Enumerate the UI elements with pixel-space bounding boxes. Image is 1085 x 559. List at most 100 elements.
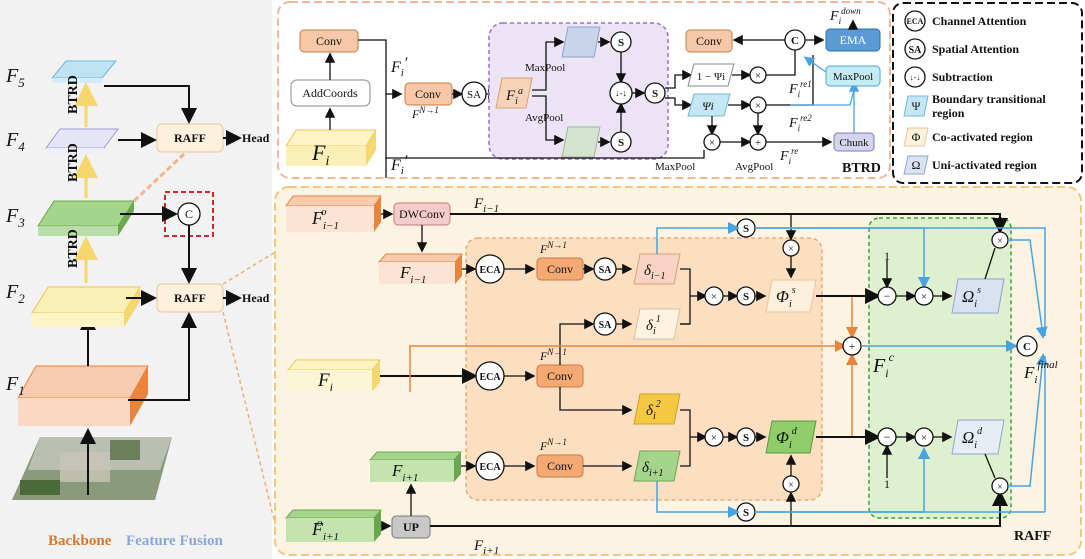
- raff-conv-top-label: Conv: [547, 262, 573, 276]
- raff-block-bottom-label: RAFF: [174, 291, 206, 305]
- raff-mul-green-top-label: ×: [921, 291, 927, 303]
- svg-text:ECA: ECA: [907, 17, 924, 26]
- btrd-s-bottom-label: S: [618, 137, 624, 149]
- raff-fnext-o: [284, 509, 383, 542]
- omega-d-box: [951, 419, 1005, 455]
- fia-box: [495, 77, 533, 109]
- dwconv-label: DWConv: [399, 207, 445, 221]
- btrd-c-label: C: [791, 35, 799, 47]
- svg-text:Ω: Ω: [912, 158, 921, 172]
- btrd-conv-right[interactable]: [685, 29, 733, 53]
- btrd-s-mid-label: S: [652, 88, 658, 100]
- raff-sa-top-label: SA: [599, 265, 613, 276]
- arrow-s-psi: [665, 97, 693, 111]
- omega-s-label: Ωis: [962, 285, 981, 310]
- raff-minus-top-label: −: [884, 289, 891, 303]
- aerial-image: [12, 437, 172, 500]
- concat-node-left-label: C: [185, 207, 193, 221]
- raff-fprev: [377, 253, 464, 284]
- legend-phi: Φ Co-activated region: [903, 127, 1033, 147]
- psi-box: [687, 93, 731, 117]
- blue-to-final: [755, 227, 1046, 336]
- btrd-mul-1-label: ×: [755, 70, 761, 82]
- raff-mul-phis-top-label: ×: [788, 244, 794, 255]
- line-fprev-top: [450, 213, 1008, 234]
- arrow-fia-maxpool: [532, 36, 565, 91]
- raff-s-bottom-label: S: [743, 432, 749, 444]
- btrd-maxpool-label: MaxPool: [525, 62, 565, 74]
- raff-mul-top-label: ×: [711, 291, 717, 303]
- raff-mul-omegas-label: ×: [997, 236, 1003, 247]
- line-fiprime-bottom: [386, 150, 705, 159]
- arrow-s-1minuspsi: [665, 69, 693, 89]
- bracket-bottom: [680, 409, 691, 467]
- dashed-raff-to-f3: [132, 152, 186, 203]
- btrd-label-1: BTRD: [66, 229, 81, 268]
- raff-c-final-label: C: [1023, 341, 1031, 353]
- btrd-title: BTRD: [842, 161, 881, 176]
- feature-fusion-label: Feature Fusion: [126, 533, 223, 549]
- svg-text:SA: SA: [909, 45, 923, 56]
- btrd-mul-2-label: ×: [755, 100, 761, 112]
- f3-slab: [37, 200, 135, 236]
- eca-mid-label: ECA: [479, 372, 501, 383]
- head-label-top: Head: [242, 131, 270, 145]
- btrd-maxpool-bottom: MaxPool: [655, 161, 695, 173]
- raff-sa-mid-label: SA: [599, 320, 613, 331]
- svg-text:Spatial Attention: Spatial Attention: [932, 42, 1019, 56]
- svg-text:Uni-activated region: Uni-activated region: [932, 158, 1037, 172]
- arrow-f1-raff: [128, 312, 197, 401]
- legend-eca: ECA Channel Attention: [904, 10, 1027, 32]
- btrd-sa-label: SA: [467, 89, 481, 101]
- legend-omega: Ω Uni-activated region: [903, 155, 1037, 175]
- raff-mul-omegad-label: ×: [997, 482, 1003, 493]
- head-label-bottom: Head: [242, 291, 270, 305]
- one-minus-psi-box: [687, 63, 735, 87]
- raff-conv-bottom-label: Conv: [547, 459, 573, 473]
- arrow-fia-avgpool: [532, 95, 565, 146]
- eca-top-label: ECA: [479, 265, 501, 276]
- line-omegas-mul: [984, 247, 996, 280]
- btrd-conv-right-label: Conv: [696, 34, 722, 48]
- btrd-avgpool-bottom: AvgPool: [735, 161, 773, 173]
- line-mul1-up: [766, 50, 796, 76]
- raff-s-top-label: S: [743, 291, 749, 303]
- btrd-label-3: BTRD: [66, 75, 81, 114]
- btrd-pool-region: [488, 22, 669, 160]
- phi-d-box: [765, 420, 817, 454]
- btrd-s-mid[interactable]: [644, 82, 666, 104]
- btrd-mul-3-label: ×: [709, 137, 715, 149]
- raff-fi: [286, 359, 382, 392]
- zoom-line-bottom: [222, 311, 283, 553]
- svg-text:Φ: Φ: [912, 130, 921, 144]
- btrd-subtract-label: ↓-↓: [615, 88, 627, 98]
- arrow-conv-sa-mid: [559, 318, 595, 365]
- phi-s-box: [765, 279, 817, 313]
- one-bottom: 1: [884, 477, 890, 491]
- btrd-fi-prime-bottom: Fi′: [390, 153, 408, 177]
- legend-sa: SA Spatial Attention: [904, 38, 1019, 60]
- maxpool-feature: [561, 26, 601, 58]
- raff-plus-label: +: [849, 339, 856, 353]
- btrd-fi-label: Fi: [311, 140, 329, 169]
- blue-link: [790, 89, 855, 106]
- raff-fprev-o: [285, 195, 382, 232]
- raff-c-final[interactable]: [1016, 335, 1038, 357]
- delta-prev-box: [633, 253, 681, 285]
- ema-label: EMA: [840, 33, 867, 47]
- arrow-maxpool-c: [803, 56, 827, 73]
- raff-mul-bottom-label: ×: [711, 432, 717, 444]
- up-label: UP: [403, 520, 419, 534]
- btrd-maxpool-box[interactable]: [825, 65, 881, 87]
- btrd-conv-mid-label: Conv: [415, 87, 441, 101]
- arrow-f5-raff: [104, 85, 197, 124]
- omega-s-box: [951, 278, 1005, 314]
- svg-text:Co-activated region: Co-activated region: [932, 130, 1033, 144]
- raff-conv-mid-label: Conv: [547, 369, 573, 383]
- btrd-conv-top[interactable]: [299, 29, 359, 53]
- btrd-label-2: BTRD: [66, 143, 81, 182]
- blue-omegas-final: [1008, 239, 1048, 339]
- f4-slab: [45, 128, 119, 154]
- raff-minus-bottom-label: −: [884, 430, 891, 444]
